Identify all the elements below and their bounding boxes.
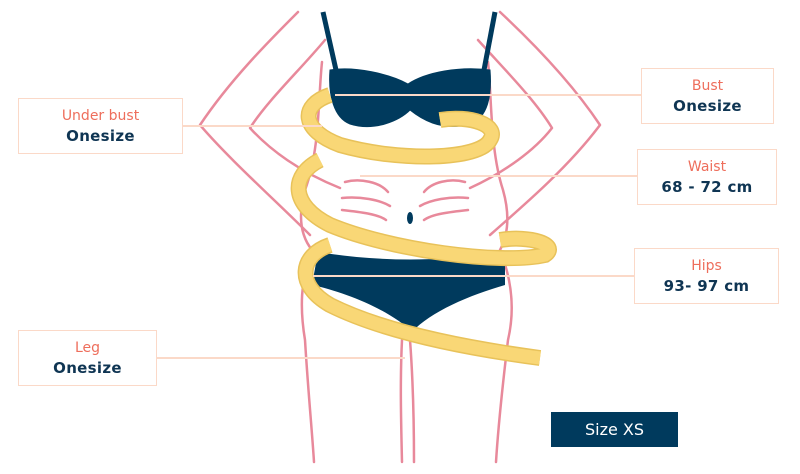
bust-title: Bust <box>691 77 724 94</box>
waist-title: Waist <box>687 158 727 175</box>
waist-value: 68 - 72 cm <box>661 177 753 196</box>
leg-title: Leg <box>74 339 101 356</box>
leg-label: Leg Onesize <box>18 330 157 386</box>
waist-label: Waist 68 - 72 cm <box>637 149 777 205</box>
under-bust-title: Under bust <box>61 107 140 124</box>
under-bust-label: Under bust Onesize <box>18 98 183 154</box>
bra <box>320 11 498 128</box>
pointer-lines <box>157 94 641 359</box>
measuring-tape <box>290 87 557 366</box>
navel <box>407 212 413 224</box>
left-arm-inner <box>248 38 342 190</box>
inner-leg-right <box>408 338 416 464</box>
right-hand <box>418 179 470 222</box>
right-arm-inner <box>468 38 554 190</box>
size-button[interactable]: Size XS <box>551 412 678 447</box>
briefs <box>312 252 505 332</box>
right-arm-outline <box>488 10 602 237</box>
left-hand <box>340 179 392 222</box>
hips-value: 93- 97 cm <box>663 276 750 295</box>
hips-title: Hips <box>691 257 722 274</box>
under-bust-value: Onesize <box>66 126 135 145</box>
hips-label: Hips 93- 97 cm <box>634 248 779 304</box>
bust-label: Bust Onesize <box>641 68 774 124</box>
leg-value: Onesize <box>53 358 122 377</box>
bust-value: Onesize <box>673 96 742 115</box>
inner-leg-left <box>399 338 404 464</box>
